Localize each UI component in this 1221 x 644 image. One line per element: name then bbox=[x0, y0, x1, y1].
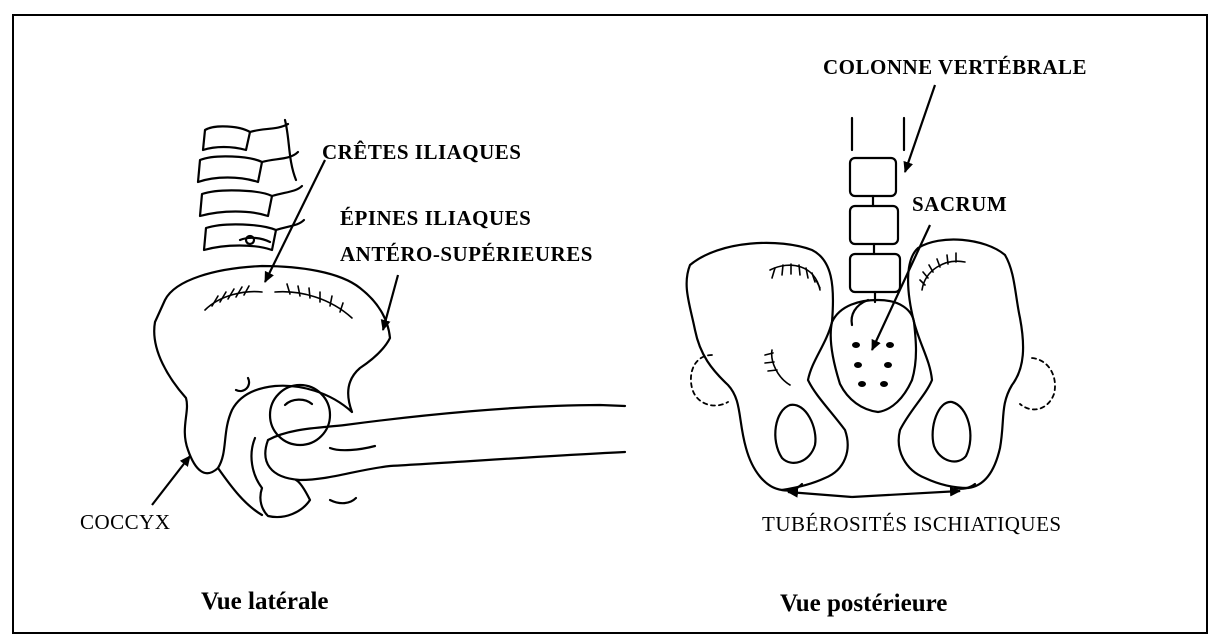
posterior-right-ilium bbox=[899, 240, 1023, 488]
posterior-left-ilium bbox=[687, 243, 848, 490]
posterior-pelvis-drawing bbox=[687, 118, 1055, 491]
label-antero-superieures: ANTÉRO-SUPÉRIEURES bbox=[340, 242, 593, 267]
label-arrows bbox=[152, 85, 960, 505]
posterior-hatching bbox=[765, 253, 965, 385]
posterior-femoral-heads bbox=[691, 355, 1055, 409]
lateral-ilium-outline bbox=[154, 266, 390, 473]
sacrum-outline bbox=[831, 300, 916, 412]
caption-vue-laterale: Vue latérale bbox=[201, 588, 329, 616]
lateral-vertebrae bbox=[198, 120, 304, 250]
label-coccyx: COCCYX bbox=[80, 510, 171, 535]
label-sacrum: SACRUM bbox=[912, 192, 1007, 217]
label-cretes-iliaques: CRÊTES ILIAQUES bbox=[322, 140, 521, 165]
arrow-tuberosite-right bbox=[852, 491, 960, 497]
arrow-epines bbox=[383, 275, 398, 330]
arrow-coccyx bbox=[152, 456, 190, 505]
posterior-vertebrae bbox=[850, 118, 904, 325]
label-tuberosites-ischiatiques: TUBÉROSITÉS ISCHIATIQUES bbox=[762, 512, 1062, 537]
lateral-pelvis-drawing bbox=[154, 120, 625, 517]
lateral-crest-hatching bbox=[205, 284, 352, 318]
label-epines-iliaques: ÉPINES ILIAQUES bbox=[340, 206, 531, 231]
caption-vue-posterieure: Vue postérieure bbox=[780, 590, 947, 618]
arrow-tuberosite-left bbox=[788, 492, 852, 497]
label-colonne-vertebrale: COLONNE VERTÉBRALE bbox=[823, 55, 1087, 80]
femur-shaft bbox=[265, 405, 625, 480]
arrow-colonne bbox=[905, 85, 935, 172]
